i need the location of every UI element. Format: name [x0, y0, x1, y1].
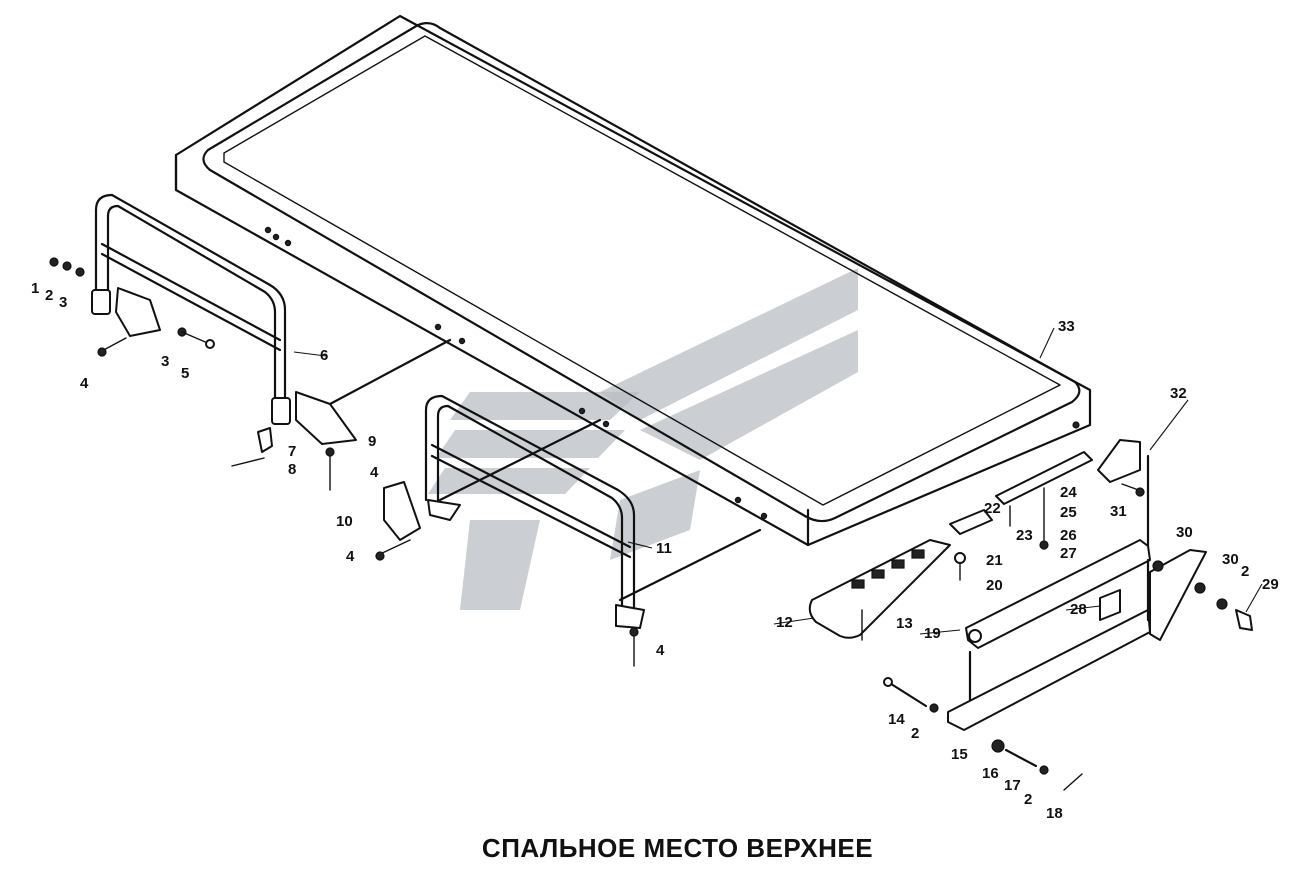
diagram-caption: СПАЛЬНОЕ МЕСТО ВЕРХНЕЕ	[481, 833, 874, 863]
callout-32: 32	[1170, 385, 1187, 402]
callout-5: 5	[181, 365, 189, 382]
callout-2: 2	[45, 287, 53, 304]
callout-10: 10	[336, 513, 353, 530]
callout-15: 15	[951, 746, 968, 763]
callout-29: 29	[1262, 576, 1279, 593]
callout-2c: 2	[911, 725, 919, 742]
callout-20: 20	[986, 577, 1003, 594]
callout-26: 26	[1060, 527, 1077, 544]
callout-28: 28	[1070, 601, 1087, 618]
right-support-assembly	[808, 451, 1093, 641]
left-fasteners	[49, 257, 335, 491]
callout-3b: 3	[161, 353, 169, 370]
callout-1: 1	[31, 280, 39, 297]
callout-4c: 4	[346, 548, 355, 565]
middle-guard-rail	[375, 394, 762, 667]
callout-4d: 4	[656, 642, 665, 659]
callout-4b: 4	[370, 464, 379, 481]
callout-11: 11	[656, 540, 672, 557]
callout-21: 21	[986, 552, 1003, 569]
callout-8: 8	[288, 461, 296, 478]
callout-27: 27	[1060, 545, 1077, 562]
right-end-bracket	[1097, 439, 1150, 562]
callout-25: 25	[1060, 504, 1077, 521]
callout-33: 33	[1058, 318, 1075, 335]
callout-3: 3	[59, 294, 67, 311]
callout-17: 17	[1004, 777, 1021, 794]
watermark-logo	[428, 268, 858, 610]
callout-7: 7	[288, 443, 296, 460]
callout-9: 9	[368, 433, 376, 450]
callout-labels: 1 2 3 3 4 5 6 7 8 9 4 10 4 11 4 12 13 33…	[31, 280, 1279, 822]
callout-30b: 30	[1222, 551, 1239, 568]
callout-18: 18	[1046, 805, 1063, 822]
callout-31: 31	[1110, 503, 1127, 520]
extension-bar	[947, 539, 1253, 731]
callout-13: 13	[896, 615, 913, 632]
callout-14: 14	[888, 711, 905, 728]
left-guard-rail	[91, 193, 291, 425]
callout-16: 16	[982, 765, 999, 782]
berth-frame	[174, 14, 1092, 547]
callout-24: 24	[1060, 484, 1077, 501]
callout-23: 23	[1016, 527, 1033, 544]
callout-2b: 2	[1241, 563, 1249, 580]
left-bracket	[115, 287, 452, 445]
callout-2d: 2	[1024, 791, 1032, 808]
bottom-pins	[883, 677, 1083, 791]
callout-19: 19	[924, 625, 941, 642]
callout-4: 4	[80, 375, 89, 392]
callout-22: 22	[984, 500, 1001, 517]
callout-30a: 30	[1176, 524, 1193, 541]
